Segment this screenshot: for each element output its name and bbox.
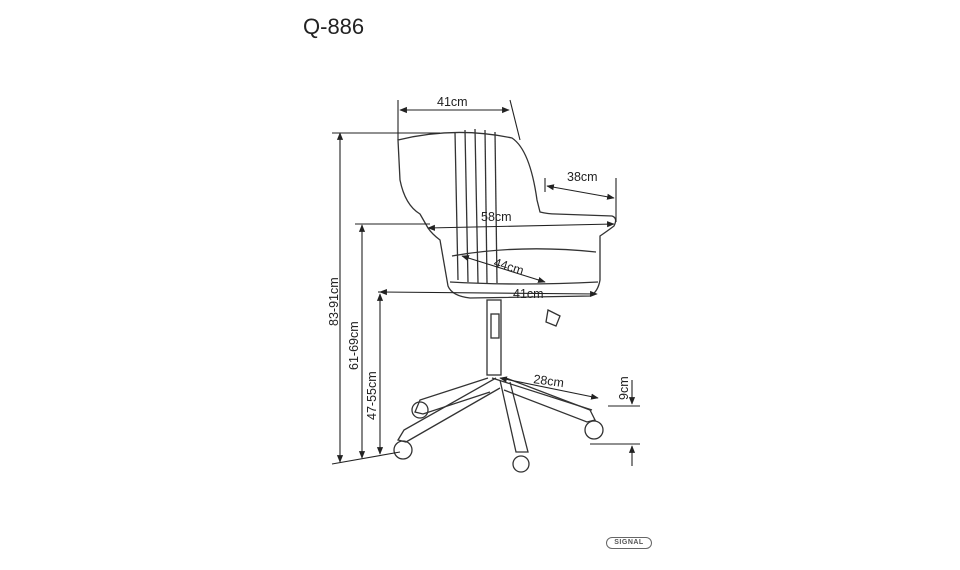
- seat-depth-line: [461, 255, 546, 283]
- total-width-label: 58cm: [481, 210, 512, 224]
- seat-height-label: 47-55cm: [365, 371, 379, 420]
- total-height-label: 83-91cm: [327, 277, 341, 326]
- total-width-line: [427, 221, 615, 231]
- seat-width-label: 41cm: [513, 287, 544, 301]
- armrest-depth-line: [546, 184, 615, 200]
- leg-length-line: [499, 376, 599, 400]
- armrest-height-label: 61-69cm: [347, 321, 361, 370]
- leg-length-label: 28cm: [533, 372, 565, 390]
- seat-width-line: [379, 288, 598, 298]
- extension-line: [509, 99, 521, 141]
- product-title: Q-886: [303, 14, 365, 39]
- brand-logo: SIGNAL: [606, 537, 660, 551]
- backrest-width-label: 41cm: [437, 95, 468, 109]
- armrest-depth-label: 38cm: [567, 170, 598, 184]
- wheel-height-label: 9cm: [617, 376, 631, 400]
- brand-logo-text: SIGNAL: [606, 537, 652, 549]
